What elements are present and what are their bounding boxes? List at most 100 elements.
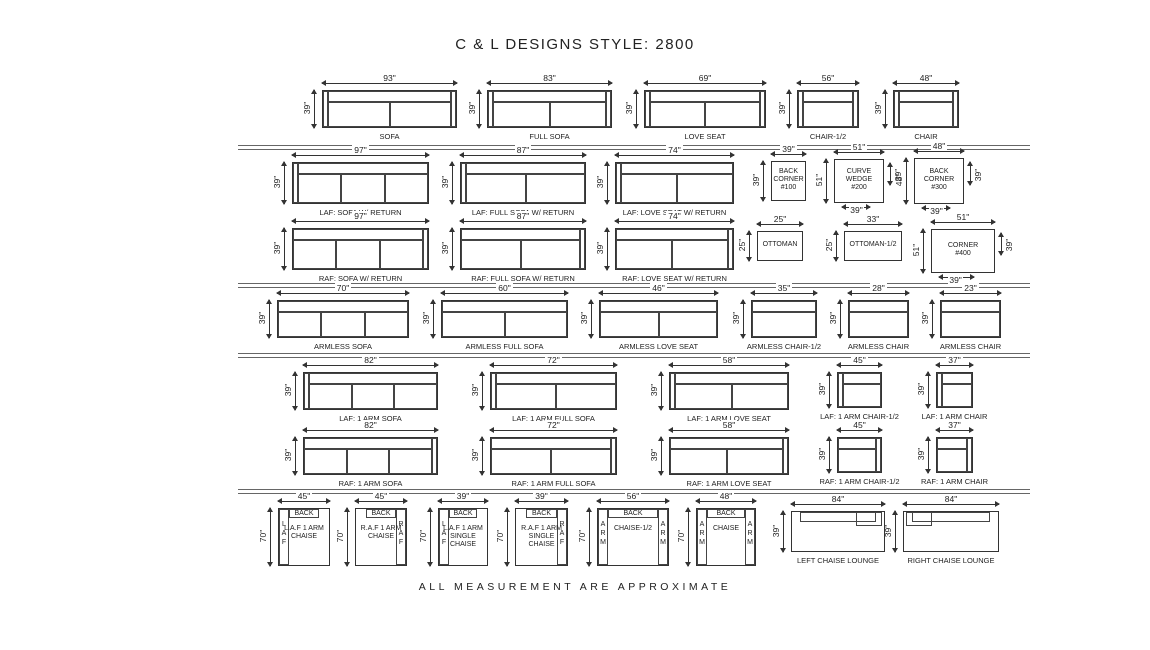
piece-raf-1arm-sofa: 82"39"RAF: 1 ARM SOFA: [283, 420, 439, 488]
depth-dimension-arrow: [449, 161, 455, 205]
seat-cushion: [493, 102, 550, 127]
second-depth-arrow: [967, 161, 973, 186]
width-dimension: 58": [669, 355, 789, 365]
width-value: 58": [720, 420, 738, 430]
second-depth-dimension: 39": [1004, 238, 1014, 252]
piece-label: RIGHT CHAISE LOUNGE: [907, 556, 995, 565]
back-rail: [752, 301, 816, 312]
section-divider: [238, 353, 1030, 358]
side-letter: L: [442, 521, 446, 528]
arm-right: [728, 229, 733, 269]
piece-outline: [460, 228, 586, 270]
piece-label: ARMLESS SOFA: [314, 342, 372, 351]
back-label: BACK: [531, 510, 552, 517]
back-rail: [293, 229, 423, 240]
depth-dimension: 39": [272, 241, 282, 255]
arm-right: [580, 229, 585, 269]
piece-full-sofa: 83"39"FULL SOFA: [467, 73, 613, 141]
seat-cushion: [442, 312, 505, 337]
depth-dimension: 70": [577, 529, 587, 543]
arm-right: [611, 438, 616, 474]
side-letter: A: [441, 530, 447, 537]
inner-text-line: #400: [955, 250, 971, 257]
seat-cushion: [752, 312, 816, 337]
depth-dimension: 39": [920, 311, 930, 325]
side-letter: R: [747, 530, 753, 537]
depth-dimension: 39": [302, 101, 312, 115]
width-value: 45": [295, 491, 313, 501]
seat-cushion: [321, 312, 365, 337]
inner-text-line: BACK: [929, 168, 949, 175]
width-dimension: 48": [914, 141, 964, 151]
inner-text-line: CORNER: [947, 242, 979, 249]
width-dimension: 35": [751, 283, 817, 293]
inner-text-line: OTTOMAN-1/2: [849, 241, 897, 248]
page-title: C & L DESIGNS STYLE: 2800: [455, 36, 695, 53]
width-value: 58": [720, 355, 738, 365]
back-rail: [849, 301, 908, 312]
piece-outline: [615, 228, 734, 270]
seat-cushion: [389, 449, 432, 474]
depth-dimension: 39": [649, 383, 659, 397]
inner-text: OTTOMAN: [758, 241, 802, 249]
width-dimension: 56": [797, 73, 859, 83]
piece-label: LAF: 1 ARM FULL SOFA: [512, 414, 595, 423]
piece-label: RAF: LOVE SEAT W/ RETURN: [622, 274, 727, 283]
piece-armless-chair-28: 28"39"ARMLESS CHAIR: [828, 283, 910, 351]
inner-text: OTTOMAN-1/2: [845, 241, 901, 249]
width-dimension: 33": [844, 214, 902, 224]
second-depth-dimension: 39": [973, 168, 983, 181]
width-dimension: 48": [696, 491, 756, 501]
width-value: 70": [334, 283, 352, 293]
measurement-disclaimer: ALL MEASUREMENT ARE APPROXIMATE: [418, 581, 732, 593]
piece-label: LOVE SEAT: [684, 132, 726, 141]
side-letter: R: [660, 530, 666, 537]
depth-dimension-arrow: [427, 507, 433, 567]
arm-left: [616, 163, 621, 203]
piece-laf-love-seat-return: 74"39"LAF: LOVE SEAT W/ RETURN: [595, 145, 735, 217]
back-rail: [328, 91, 451, 102]
width-value: 46": [650, 283, 667, 293]
piece-label: LAF: 1 ARM SOFA: [339, 414, 402, 423]
width-dimension-arrow: [833, 149, 885, 155]
width-value: 39": [533, 491, 550, 501]
seat-cushion: [379, 240, 423, 269]
section-divider: [238, 145, 1030, 150]
seat-cushion: [341, 174, 385, 203]
piece-raf-1arm-chair-half: 45"39"RAF: 1 ARM CHAIR-1/2: [817, 420, 900, 486]
back-rail: [442, 301, 567, 312]
piece-laf-1arm-chair-half: 45"39"LAF: 1 ARM CHAIR-1/2: [817, 355, 899, 421]
inner-text-line: CORNER: [773, 176, 804, 183]
back-rail: [466, 163, 585, 174]
arm-left: [798, 91, 803, 127]
piece-laf-1arm-sofa: 82"39"LAF: 1 ARM SOFA: [283, 355, 439, 423]
width-dimension-arrow: [614, 152, 735, 158]
width-dimension-arrow: [596, 498, 670, 504]
seat-cushion: [670, 449, 727, 474]
arm-right: [783, 438, 788, 474]
width-dimension: 45": [278, 491, 330, 501]
depth-dimension-arrow: [920, 228, 926, 274]
inner-text-line: CHAISE: [290, 533, 318, 540]
piece-label: CHAIR: [914, 132, 938, 141]
depth-dimension: 48": [894, 173, 904, 187]
depth-dimension: 39": [731, 311, 741, 325]
width-value: 82": [362, 355, 379, 365]
width-dimension-arrow: [796, 80, 860, 86]
width-dimension: 87": [460, 211, 586, 221]
width-dimension: 83": [487, 73, 612, 83]
piece-raf-1arm-full-sofa: 72"39"RAF: 1 ARM FULL SOFA: [470, 420, 618, 488]
depth-dimension: 39": [440, 175, 450, 189]
piece-label: ARMLESS CHAIR-1/2: [746, 342, 822, 351]
depth-dimension: 39": [283, 448, 293, 462]
width-dimension: 45": [355, 491, 407, 501]
back-rail: [621, 163, 733, 174]
